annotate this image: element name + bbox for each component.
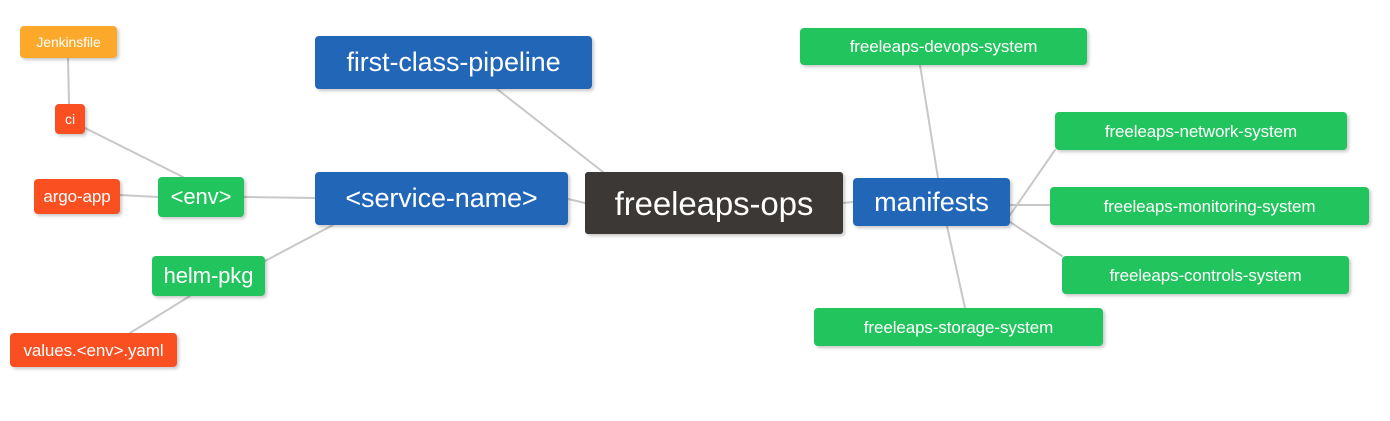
mindmap-node-argo[interactable]: argo-app bbox=[34, 179, 120, 214]
edge-env-to-argo bbox=[119, 194, 159, 198]
mindmap-node-fcp[interactable]: first-class-pipeline bbox=[315, 36, 592, 89]
node-label: values.<env>.yaml bbox=[23, 340, 164, 360]
mindmap-node-devops[interactable]: freeleaps-devops-system bbox=[800, 28, 1087, 65]
edge-root-to-manifests bbox=[842, 201, 854, 204]
mindmap-node-storage[interactable]: freeleaps-storage-system bbox=[814, 308, 1103, 346]
edge-ci-to-jenkins bbox=[67, 57, 70, 105]
mindmap-node-network[interactable]: freeleaps-network-system bbox=[1055, 112, 1347, 150]
node-label: argo-app bbox=[43, 187, 111, 206]
node-label: freeleaps-monitoring-system bbox=[1103, 196, 1316, 216]
node-label: helm-pkg bbox=[163, 263, 254, 288]
mindmap-node-helm[interactable]: helm-pkg bbox=[152, 256, 265, 296]
edge-env-to-ci bbox=[84, 127, 184, 178]
node-label: Jenkinsfile bbox=[36, 34, 101, 50]
node-label: ci bbox=[65, 111, 75, 127]
edge-manifests-to-storage bbox=[946, 225, 966, 309]
mindmap-node-svcname[interactable]: <service-name> bbox=[315, 172, 568, 225]
node-label: <service-name> bbox=[345, 183, 538, 213]
node-label: freeleaps-devops-system bbox=[849, 37, 1038, 56]
edge-svcname-to-helm bbox=[264, 224, 334, 262]
node-label: <env> bbox=[170, 184, 232, 209]
mindmap-node-controls[interactable]: freeleaps-controls-system bbox=[1062, 256, 1349, 294]
node-label: freeleaps-storage-system bbox=[863, 317, 1054, 337]
edge-root-to-fcp bbox=[496, 88, 604, 173]
edge-manifests-to-devops bbox=[919, 64, 939, 179]
mindmap-node-valuesyaml[interactable]: values.<env>.yaml bbox=[10, 333, 177, 367]
edge-helm-to-valuesyaml bbox=[129, 295, 191, 334]
node-label: first-class-pipeline bbox=[346, 47, 561, 77]
edge-svcname-to-env bbox=[243, 196, 316, 199]
edge-manifests-to-network bbox=[1009, 149, 1056, 216]
mindmap-node-jenkins[interactable]: Jenkinsfile bbox=[20, 26, 117, 58]
node-label: freeleaps-network-system bbox=[1104, 121, 1298, 141]
edge-root-to-svcname bbox=[567, 198, 586, 204]
node-label: freeleaps-ops bbox=[614, 184, 814, 222]
mindmap-node-ci[interactable]: ci bbox=[55, 104, 85, 134]
node-label: manifests bbox=[874, 186, 989, 217]
mindmap-node-env[interactable]: <env> bbox=[158, 177, 244, 217]
mindmap-node-monitoring[interactable]: freeleaps-monitoring-system bbox=[1050, 187, 1369, 225]
mindmap-node-manifests[interactable]: manifests bbox=[853, 178, 1010, 226]
edge-manifests-to-controls bbox=[1009, 221, 1063, 257]
node-label: freeleaps-controls-system bbox=[1109, 265, 1302, 285]
mindmap-node-root[interactable]: freeleaps-ops bbox=[585, 172, 843, 234]
